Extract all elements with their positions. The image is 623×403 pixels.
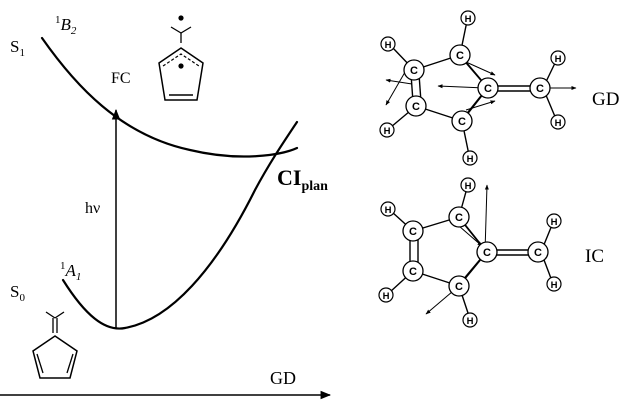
svg-text:H: H bbox=[465, 14, 472, 25]
ic-hydrogen-atoms: H H H H H H bbox=[378, 177, 562, 328]
s1-label: S1 bbox=[10, 37, 25, 59]
svg-text:H: H bbox=[467, 316, 474, 327]
svg-text:H: H bbox=[384, 126, 391, 137]
gd-axis-label: GD bbox=[270, 368, 296, 388]
s0-curve bbox=[61, 120, 299, 330]
ci-plan-label: CIplan bbox=[277, 165, 328, 194]
svg-text:H: H bbox=[383, 291, 390, 302]
svg-text:C: C bbox=[455, 281, 463, 293]
svg-text:C: C bbox=[536, 83, 544, 95]
ic-carbon-atoms: C C C C C C bbox=[402, 206, 549, 297]
fc-label: FC bbox=[111, 70, 131, 87]
svg-text:C: C bbox=[484, 83, 492, 95]
s0-state-label: 1A1 bbox=[60, 260, 81, 283]
svg-text:C: C bbox=[409, 266, 417, 278]
energy-diagram: S1 1B2 FC hν CIplan S0 1A1 GD bbox=[0, 14, 332, 400]
svg-text:C: C bbox=[534, 247, 542, 259]
ic-label: IC bbox=[585, 246, 604, 267]
svg-text:C: C bbox=[483, 247, 491, 259]
svg-text:H: H bbox=[465, 181, 472, 192]
ground-fulvene-structure bbox=[32, 311, 78, 379]
excited-fulvene-structure bbox=[158, 15, 204, 101]
svg-text:C: C bbox=[410, 65, 418, 77]
svg-text:H: H bbox=[467, 154, 474, 165]
svg-text:H: H bbox=[385, 40, 392, 51]
svg-text:C: C bbox=[458, 116, 466, 128]
svg-text:H: H bbox=[551, 280, 558, 291]
svg-text:C: C bbox=[409, 226, 417, 238]
svg-text:C: C bbox=[456, 50, 464, 62]
s1-state-label: 1B2 bbox=[55, 14, 77, 37]
gd-molecule: C C C C C C H H H H H H GD bbox=[379, 10, 619, 166]
ic-molecule: C C C C C C H H H H H H IC bbox=[378, 177, 604, 328]
gd-label: GD bbox=[592, 89, 619, 110]
gd-carbon-atoms: C C C C C C bbox=[403, 44, 551, 132]
svg-text:C: C bbox=[455, 212, 463, 224]
gd-hydrogen-atoms: H H H H H H bbox=[379, 10, 566, 166]
svg-text:H: H bbox=[385, 205, 392, 216]
svg-text:H: H bbox=[555, 54, 562, 65]
svg-text:H: H bbox=[551, 217, 558, 228]
svg-text:C: C bbox=[412, 101, 420, 113]
s1-curve bbox=[40, 36, 299, 158]
hv-label: hν bbox=[85, 200, 100, 217]
s0-label: S0 bbox=[10, 282, 25, 304]
svg-text:H: H bbox=[555, 118, 562, 129]
